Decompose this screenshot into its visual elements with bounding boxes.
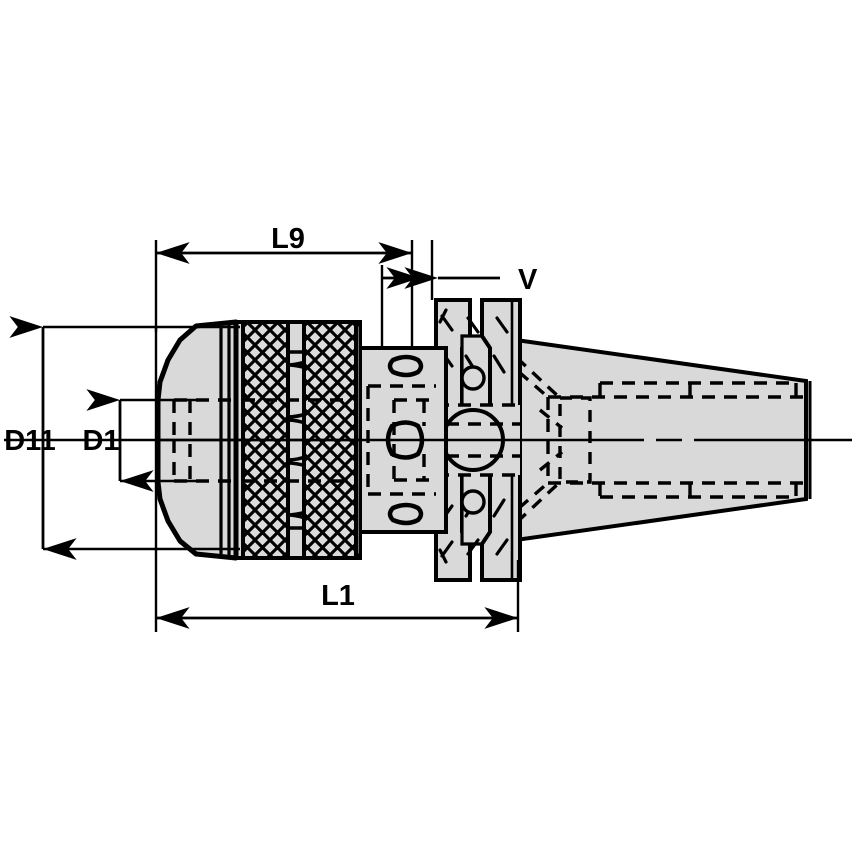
taper-internal-bore-hidden xyxy=(546,381,806,499)
dimension-label-D11: D11 xyxy=(4,425,56,457)
flange-bore-hidden xyxy=(436,403,520,477)
taper-cavity-hidden xyxy=(515,356,592,524)
body-cross-hole-bottom xyxy=(387,502,424,526)
dimension-V: V xyxy=(382,264,538,296)
taper-flange xyxy=(434,298,522,582)
flange-drive-hole-top xyxy=(460,365,486,391)
body-cross-hole-top xyxy=(387,354,424,378)
dimension-L9: L9 xyxy=(156,223,412,264)
dimension-D11: D11 xyxy=(4,316,77,560)
flange-drive-hole-bottom xyxy=(460,489,486,515)
dimension-D1: D1 xyxy=(82,389,154,492)
dimension-label-V: V xyxy=(518,264,538,296)
dimension-L1: L1 xyxy=(156,580,518,629)
dimension-label-D1: D1 xyxy=(82,425,119,457)
dimension-label-L9: L9 xyxy=(271,223,305,255)
dimension-label-L1: L1 xyxy=(321,580,355,612)
